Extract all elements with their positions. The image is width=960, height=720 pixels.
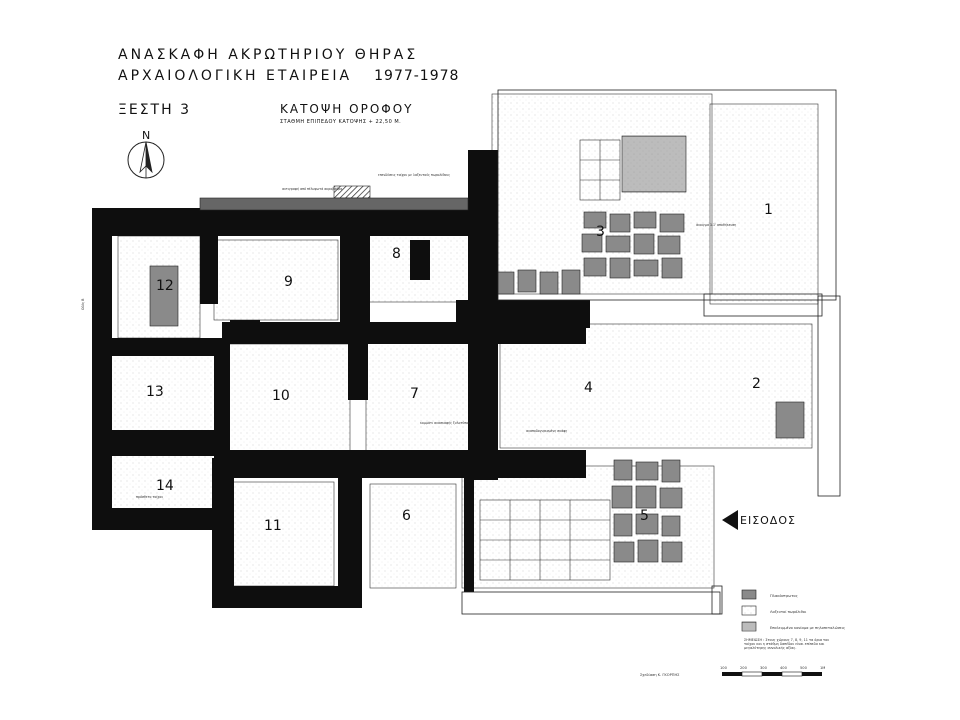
room-number-5: 5 [640, 508, 649, 524]
room-number-11: 11 [264, 518, 282, 534]
room-number-14: 14 [156, 478, 174, 494]
room-number-8: 8 [392, 246, 401, 262]
east-outline [461, 89, 841, 615]
floor-areas [109, 93, 819, 589]
note-top-2: επενδύσεις τοίχου με λαξευτούς πωρολίθου… [378, 173, 450, 177]
scale-tick-3: 400 [780, 666, 788, 670]
plan-title: ΚΑΤΟΨΗ ΟΡΟΦΟΥ [280, 102, 414, 116]
legend-label-2: Επαλειμμένο κονίαμα με πηλοπεταλώσεις [770, 626, 845, 630]
plan-datum: ΣΤΑΘΜΗ ΕΠΙΠΕΔΟΥ ΚΑΤΟΨΗΣ + 22,50 Μ. [280, 119, 402, 125]
room-number-7: 7 [410, 386, 419, 402]
title-years: 1977-1978 [374, 68, 460, 84]
legend-swatch-plaster [741, 621, 757, 632]
slab-grid [479, 139, 621, 581]
note-room7: κομμάτι ανασκαφής ξυλοτύπου [420, 421, 470, 425]
title-line1: ΑΝΑΣΚΑΦΗ ΑΚΡΩΤΗΡΙΟΥ ΘΗΡΑΣ [118, 47, 419, 63]
legend-swatch-paving [741, 589, 757, 600]
north-edge-wall [199, 197, 469, 211]
legend: Πλακόστρωτος Λαξευτοί πωρόλιθοι Επαλειμμ… [741, 589, 845, 632]
note-room1: άνοιγμα 1.1' αποθήκευση [696, 223, 736, 227]
room-number-4: 4 [584, 380, 593, 396]
title-society: ΑΡΧΑΙΟΛΟΓΙΚΗ ΕΤΑΙΡΕΙΑ [118, 68, 353, 84]
legend-note: ΣΗΜΕΙΩΣΗ : Στους χώρους 7, 8, 9, 11 τα ό… [744, 638, 830, 651]
scale-bar: 100 200 300 400 500 1M Σχεδίαση Κ. ΓΚΟΡΠ… [640, 666, 825, 677]
legend-note-box: ΣΗΜΕΙΩΣΗ : Στους χώρους 7, 8, 9, 11 τα ό… [744, 638, 830, 651]
scale-tick-0: 100 [720, 666, 728, 670]
drawn-by: Σχεδίαση Κ. ΓΚΟΡΠΗΣ [640, 673, 680, 677]
scale-tick-5: 1M [820, 666, 825, 670]
legend-label-1: Λαξευτοί πωρόλιθοι [770, 610, 807, 614]
room-number-6: 6 [402, 508, 411, 524]
title-line2: ΑΡΧΑΙΟΛΟΓΙΚΗ ΕΤΑΙΡΕΙΑ 1977-1978 [118, 68, 459, 84]
room-number-1: 1 [764, 202, 773, 218]
walls [92, 150, 590, 608]
entrance-arrow-icon [722, 510, 738, 530]
room-number-12: 12 [156, 278, 174, 294]
legend-label-0: Πλακόστρωτος [770, 594, 798, 598]
room-number-9: 9 [284, 274, 293, 290]
side-street-label: Οδός Β [81, 299, 85, 310]
entrance-label: ΕΙΣΟΔΟΣ [740, 514, 796, 527]
scale-tick-4: 500 [800, 666, 808, 670]
room-number-10: 10 [272, 388, 290, 404]
note-room4: αναποδογυρισμένη σκάφη [526, 429, 567, 433]
note-room14: πρόσθετο τοίχου [136, 495, 163, 499]
scale-tick-2: 300 [760, 666, 768, 670]
note-top-1: αντιγραφή από πέλυφωτά ακροβάθρα [282, 187, 342, 191]
scale-tick-1: 200 [740, 666, 748, 670]
north-label: N [142, 129, 150, 142]
room-number-3: 3 [596, 224, 605, 240]
room-number-2: 2 [752, 376, 761, 392]
north-arrow-icon: N [127, 129, 165, 179]
room-number-13: 13 [146, 384, 164, 400]
legend-swatch-stone [741, 605, 757, 616]
paving-stones [149, 135, 805, 563]
building-name: ΞΕΣΤΗ 3 [118, 102, 191, 118]
